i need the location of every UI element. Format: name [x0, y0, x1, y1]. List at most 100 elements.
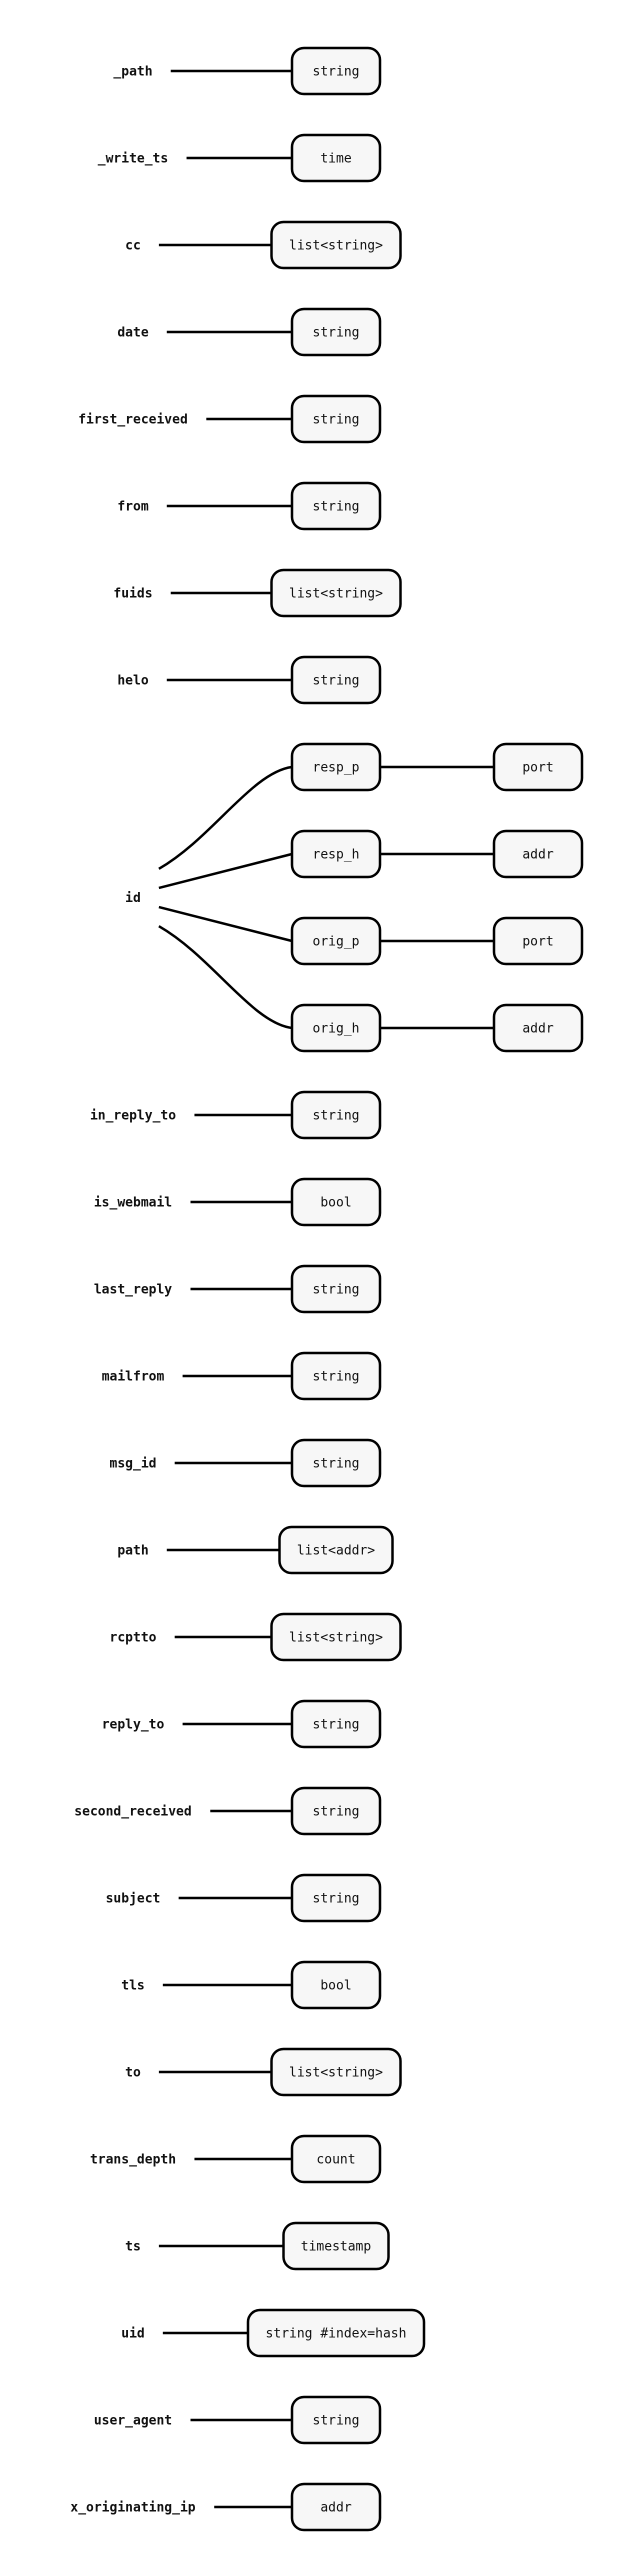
type-in-reply-to-label: string	[313, 1109, 360, 1124]
type-trans-depth: count	[290, 2134, 382, 2184]
type-helo-label: string	[313, 674, 360, 689]
type-ts: timestamp	[282, 2221, 390, 2271]
field-label-second-received: second_received	[74, 1805, 191, 1820]
field-label-to: to	[125, 2066, 141, 2081]
type-user-agent: string	[290, 2395, 382, 2445]
field-label-last-reply: last_reply	[94, 1283, 172, 1298]
type-ts-label: timestamp	[301, 2240, 372, 2255]
edge-id-resp-p	[158, 765, 293, 870]
field-label-trans-depth: trans_depth	[90, 2153, 176, 2168]
type-date-box	[290, 307, 382, 357]
field-label-helo: helo	[117, 674, 148, 689]
type-fuids-box	[270, 568, 402, 618]
type-user-agent-label: string	[313, 2414, 360, 2429]
type-id-orig-p: port	[492, 916, 584, 966]
type-in-reply-to: string	[290, 1090, 382, 1140]
type-reply-to: string	[290, 1699, 382, 1749]
edge-id-resp-h	[158, 852, 293, 890]
type-user-agent-box	[290, 2395, 382, 2445]
field-label-date: date	[117, 326, 148, 341]
type-path-box	[290, 46, 382, 96]
type-first-received-box	[290, 394, 382, 444]
field-label-tls: tls	[121, 1979, 144, 1994]
type-tls-label: bool	[320, 1979, 351, 1994]
type-first-received: string	[290, 394, 382, 444]
type-last-reply: string	[290, 1264, 382, 1314]
type-reply-to-label: string	[313, 1718, 360, 1733]
type-id-orig-p-box	[492, 916, 584, 966]
type-subject-box	[290, 1873, 382, 1923]
type-cc-box	[270, 220, 402, 270]
type-path: list<addr>	[278, 1525, 394, 1575]
field-label-ts: ts	[125, 2240, 141, 2255]
type-uid-label: string #index=hash	[266, 2327, 407, 2342]
type-x-originating-ip-box	[290, 2482, 382, 2532]
type-mailfrom: string	[290, 1351, 382, 1401]
type-id-orig-h-label: addr	[522, 1022, 553, 1037]
type-reply-to-box	[290, 1699, 382, 1749]
type-to-box	[270, 2047, 402, 2097]
type-id-resp-p-box	[492, 742, 584, 792]
type-from-label: string	[313, 500, 360, 515]
type-uid: string #index=hash	[246, 2308, 426, 2358]
type-write-ts: time	[290, 133, 382, 183]
type-date: string	[290, 307, 382, 357]
type-uid-box	[246, 2308, 426, 2358]
type-id-resp-h-label: addr	[522, 848, 553, 863]
type-first-received-label: string	[313, 413, 360, 428]
type-second-received-label: string	[313, 1805, 360, 1820]
type-mailfrom-box	[290, 1351, 382, 1401]
field-label-mailfrom: mailfrom	[102, 1370, 165, 1385]
type-path-label: string	[313, 65, 360, 80]
type-to-label: list<string>	[289, 2066, 383, 2081]
type-mailfrom-label: string	[313, 1370, 360, 1385]
type-fuids-label: list<string>	[289, 587, 383, 602]
type-id-orig-p-label: port	[522, 935, 553, 950]
type-second-received-box	[290, 1786, 382, 1836]
node-id-resp-h-label: resp_h	[313, 848, 360, 863]
type-from-box	[290, 481, 382, 531]
type-id-orig-h-box	[492, 1003, 584, 1053]
type-cc: list<string>	[270, 220, 402, 270]
type-rcptto-label: list<string>	[289, 1631, 383, 1646]
type-helo: string	[290, 655, 382, 705]
type-helo-box	[290, 655, 382, 705]
field-label-from: from	[117, 500, 148, 515]
type-path-box	[278, 1525, 394, 1575]
type-subject: string	[290, 1873, 382, 1923]
field-label-rcptto: rcptto	[110, 1631, 157, 1646]
type-id-resp-p: port	[492, 742, 584, 792]
field-label-subject: subject	[106, 1892, 161, 1907]
node-id-orig-h-label: orig_h	[313, 1022, 360, 1037]
type-in-reply-to-box	[290, 1090, 382, 1140]
field-label-user-agent: user_agent	[94, 2414, 172, 2429]
node-id-orig-p: orig_p	[290, 916, 382, 966]
field-label-msg-id: msg_id	[110, 1457, 157, 1472]
type-id-resp-h-box	[492, 829, 584, 879]
type-id-resp-h: addr	[492, 829, 584, 879]
field-label-reply-to: reply_to	[102, 1718, 165, 1733]
field-label-in-reply-to: in_reply_to	[90, 1109, 176, 1124]
edge-id-orig-h	[158, 925, 293, 1030]
type-id-orig-h: addr	[492, 1003, 584, 1053]
node-id-resp-p-label: resp_p	[313, 761, 360, 776]
field-label-uid: uid	[121, 2327, 144, 2342]
field-label-path: _path	[113, 65, 152, 80]
field-label-first-received: first_received	[78, 413, 188, 428]
type-trans-depth-box	[290, 2134, 382, 2184]
type-ts-box	[282, 2221, 390, 2271]
type-last-reply-label: string	[313, 1283, 360, 1298]
edge-id-orig-p	[158, 905, 293, 943]
field-label-x-originating-ip: x_originating_ip	[70, 2501, 195, 2516]
type-x-originating-ip-label: addr	[320, 2501, 351, 2516]
type-msg-id-box	[290, 1438, 382, 1488]
node-id-orig-p-label: orig_p	[313, 935, 360, 950]
type-to: list<string>	[270, 2047, 402, 2097]
field-label-write-ts: _write_ts	[98, 152, 168, 167]
type-second-received: string	[290, 1786, 382, 1836]
field-label-id: id	[125, 891, 141, 906]
type-cc-label: list<string>	[289, 239, 383, 254]
type-write-ts-box	[290, 133, 382, 183]
type-last-reply-box	[290, 1264, 382, 1314]
